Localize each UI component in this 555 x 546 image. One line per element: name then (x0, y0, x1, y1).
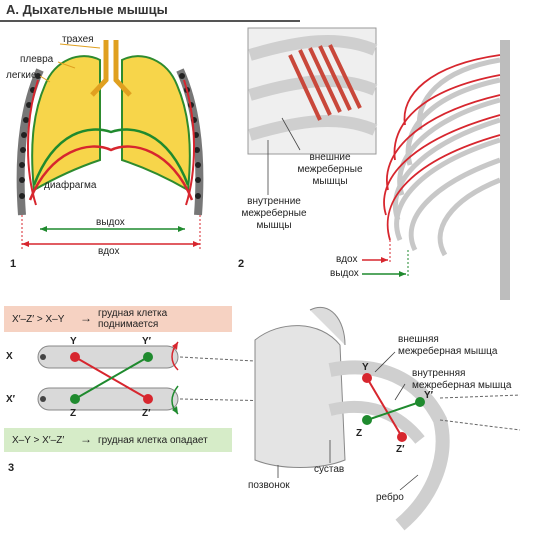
rise-text: грудная клетка поднимается (98, 308, 168, 330)
label-inhale-2: вдох (336, 254, 358, 265)
lower-rib (328, 400, 425, 444)
internal-muscle-line (74, 356, 149, 400)
arrow-right-icon: → (80, 432, 92, 446)
label-internal-intercostal: внутренние межреберные мышцы (241, 196, 307, 231)
left-lung (31, 55, 101, 192)
inhale-rib-outline (383, 54, 501, 241)
point-Z (70, 394, 80, 404)
label-inhale: вдох (98, 246, 120, 257)
label-trachea: трахея (62, 34, 94, 45)
point-label-Zp: Z′ (142, 408, 151, 419)
point-label-Xp: X′ (6, 394, 16, 405)
fall-formula: X–Y > X′–Z′ (12, 435, 65, 446)
point-Yp (143, 352, 153, 362)
label-external-intercostal: внешние межреберные мышцы (297, 152, 363, 187)
diaphragm-exhale (32, 128, 190, 186)
page-title: А. Дыхательные мышцы (6, 2, 168, 17)
point-label-Y-3d: Y (362, 362, 369, 373)
point-label-Yp: Y′ (142, 336, 152, 347)
label-lungs: легкие (6, 70, 37, 81)
point-label-Z-3d: Z (356, 428, 363, 439)
label-pleura: плевра (20, 54, 54, 65)
point-Y (70, 352, 80, 362)
label-internal-muscle: внутренняя межреберная мышца (412, 368, 512, 391)
figure3-number: 3 (8, 462, 15, 474)
label-exhale-2: выдох (330, 268, 359, 279)
figure1-number: 1 (10, 258, 17, 270)
label-joint: сустав (314, 464, 345, 475)
rise-box: X′–Z′ > X–Y → грудная клетка поднимается (4, 306, 232, 332)
label-rib: ребро (376, 492, 404, 503)
fall-box: X–Y > X′–Z′ → грудная клетка опадает (4, 428, 232, 452)
point-label-X: X (6, 351, 13, 362)
vertebra (254, 325, 346, 468)
trachea (90, 40, 132, 97)
point-label-Zp-3d: Z′ (396, 444, 405, 455)
arrow-right-icon: → (80, 311, 92, 325)
point-label-Z: Z (70, 408, 77, 419)
lower-rib-bar (37, 387, 179, 411)
fall-text: грудная клетка опадает (98, 435, 208, 446)
muscle-closeup (248, 34, 378, 141)
point-label-Yp-3d: Y′ (424, 390, 434, 401)
title-rule (0, 20, 300, 22)
diaphragm-inhale (28, 145, 194, 201)
point-label-Y: Y (70, 336, 77, 347)
figure2-number: 2 (238, 258, 245, 270)
rib-cage (392, 57, 501, 257)
label-external-muscle: внешняя межреберная мышца (398, 334, 498, 357)
upper-rib-bar (37, 345, 179, 369)
label-vertebra: позвонок (248, 480, 290, 491)
rise-formula: X′–Z′ > X–Y (12, 314, 65, 325)
label-exhale: выдох (96, 217, 125, 228)
point-Zp (143, 394, 153, 404)
label-diaphragm: диафрагма (44, 180, 97, 191)
